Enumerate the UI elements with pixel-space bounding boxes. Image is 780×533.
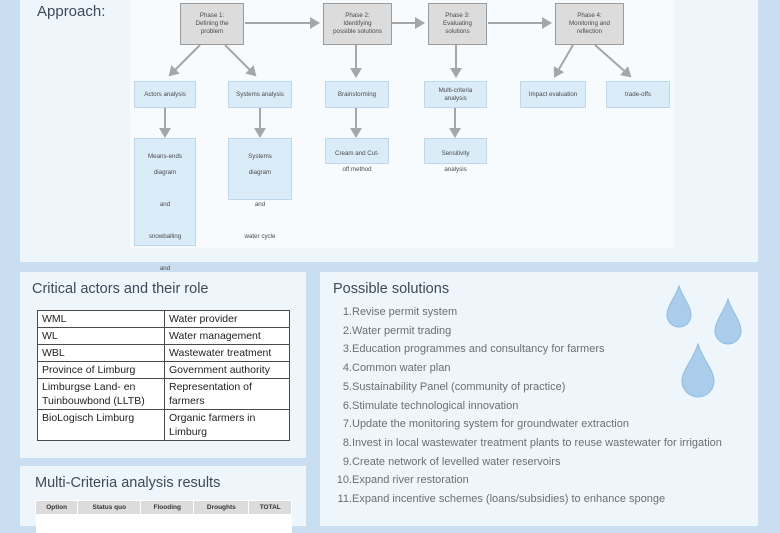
solution-item: 11.Expand incentive schemes (loans/subsi… [340,490,740,509]
solution-number: 7. [343,415,352,434]
solution-number: 9. [343,453,352,472]
solution-item: 10.Expand river restoration [340,471,740,490]
solution-text: Revise permit system [352,306,457,318]
actor-name: BioLogisch Limburg [38,410,165,441]
substep-line: and [229,201,291,209]
actor-role: Organic farmers in Limburg [165,410,290,441]
phase-4-box: Phase 4: Monitoring and reflection [555,3,624,45]
table-row [36,515,292,533]
step-actors-analysis: Actors analysis [134,81,196,108]
actor-role: Water provider [165,311,290,328]
solution-text: Stimulate technological innovation [352,400,518,412]
mca-header: Option [36,501,78,515]
actor-role: Government authority [165,362,290,379]
solution-number: 8. [343,434,352,453]
solution-text: Expand river restoration [352,474,469,486]
mca-panel: Multi-Criteria analysis results Option S… [20,466,306,526]
solution-item: 8.Invest in local wastewater treatment p… [340,434,740,453]
mca-header: Droughts [194,501,249,515]
solution-item: 9.Create network of levelled water reser… [340,453,740,472]
solution-text: Invest in local wastewater treatment pla… [352,437,722,449]
solutions-title: Possible solutions [333,281,449,297]
step-impact-evaluation: Impact evaluation [520,81,586,108]
step-trade-offs: trade-offs [606,81,670,108]
mca-header: Status quo [78,501,141,515]
solution-number: 3. [343,340,352,359]
solution-text: Sustainability Panel (community of pract… [352,381,565,393]
actor-name: Limburgse Land- en Tuinbouwbond (LLTB) [38,379,165,410]
solution-number: 1. [343,303,352,322]
water-drop-icon [713,297,743,345]
substep-line: snowballing [135,233,195,241]
substep-line: and [135,201,195,209]
arrow-phase4-tradeoffs [595,45,630,76]
actor-role: Representation of farmers [165,379,290,410]
actor-name: WBL [38,345,165,362]
solution-number: 10. [337,471,352,490]
solution-item: 7.Update the monitoring system for groun… [340,415,740,434]
actor-name: Province of Limburg [38,362,165,379]
mca-header: Flooding [141,501,194,515]
solution-number: 4. [343,359,352,378]
arrow-phase4-impact [555,45,573,76]
substep-systems-methods: Systems diagram and water cycle [228,138,292,200]
substep-line: Cream and Cut- [326,150,388,158]
actors-title: Critical actors and their role [32,281,209,297]
actor-name: WML [38,311,165,328]
substep-line: diagram [135,169,195,177]
substep-line: water cycle [229,233,291,241]
arrow-phase1-actors [170,45,200,75]
actor-name: WL [38,328,165,345]
solution-item: 6.Stimulate technological innovation [340,397,740,416]
solution-number: 6. [343,397,352,416]
actor-role: Wastewater treatment [165,345,290,362]
substep-line: diagram [229,169,291,177]
solution-text: Expand incentive schemes (loans/subsidie… [352,493,665,505]
substep-line: off method [326,166,388,174]
substep-line: Means-ends [135,153,195,161]
mca-table: Option Status quo Flooding Droughts TOTA… [35,500,292,533]
arrow-phase1-systems [225,45,255,75]
table-header-row: Option Status quo Flooding Droughts TOTA… [36,501,292,515]
substep-line: Systems [229,153,291,161]
substep-sensitivity: Sensitivity analysis [424,138,487,164]
water-drop-icon [680,342,716,398]
solution-text: Water permit trading [352,325,451,337]
phase-3-box: Phase 3: Evaluating solutions [428,3,487,45]
solution-text: Create network of levelled water reservo… [352,456,560,468]
phase-1-box: Phase 1: Defining the problem [180,3,244,45]
water-drop-icon [665,284,693,328]
actor-role: Water management [165,328,290,345]
table-row: Limburgse Land- en Tuinbouwbond (LLTB)Re… [38,379,290,410]
solutions-panel: Possible solutions 1.Revise permit syste… [320,272,758,526]
mca-header: TOTAL [249,501,292,515]
substep-cream-cutoff: Cream and Cut- off method [325,138,389,164]
step-systems-analysis: Systems analysis [228,81,292,108]
solution-text: Update the monitoring system for groundw… [352,418,629,430]
step-brainstorming: Brainstorming [325,81,389,108]
substep-line: analysis [425,166,486,174]
phase-2-box: Phase 2: Identifying possible solutions [323,3,392,45]
step-multi-criteria-analysis: Multi-criteria analysis [424,81,487,108]
solution-number: 2. [343,322,352,341]
substep-line: Sensitivity [425,150,486,158]
mca-title: Multi-Criteria analysis results [35,475,220,491]
solution-text: Education programmes and consultancy for… [352,343,605,355]
solution-number: 5. [343,378,352,397]
solution-number: 11. [338,490,352,509]
substep-actors-methods: Means-ends diagram and snowballing and p… [134,138,196,246]
solution-text: Common water plan [352,362,450,374]
